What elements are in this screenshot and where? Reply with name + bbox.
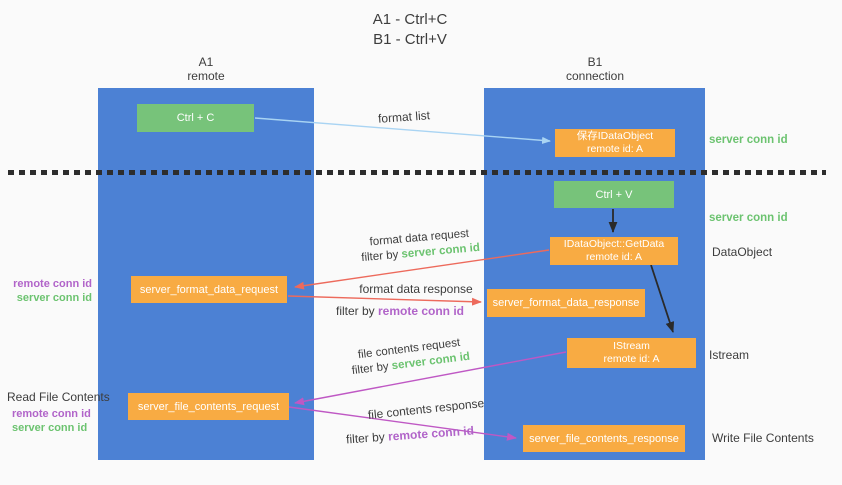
- left-file-remote-conn-id-label: remote conn id: [12, 408, 91, 420]
- write-file-contents-label: Write File Contents: [712, 431, 814, 445]
- server-format-data-request-label: server_format_data_request: [139, 283, 279, 296]
- right-server-conn-id-top-label: server conn id: [709, 134, 788, 146]
- filter-by-text: filter by: [360, 248, 403, 265]
- lane-b1-name: B1: [587, 55, 603, 69]
- read-file-contents-label: Read File Contents: [7, 390, 110, 404]
- istream-line1: IStream: [613, 340, 650, 352]
- lane-a1-role: remote: [187, 69, 225, 83]
- ctrl-c-box: Ctrl + C: [137, 104, 254, 132]
- diagram-title: A1 - Ctrl+C B1 - Ctrl+V: [310, 10, 510, 50]
- ctrl-c-label: Ctrl + C: [176, 112, 215, 124]
- save-idataobject-remote-id: remote id: A: [586, 143, 644, 155]
- ctrl-v-box: Ctrl + V: [554, 181, 674, 208]
- filter-by-text: filter by: [351, 360, 393, 378]
- filter-by-text: filter by: [335, 304, 378, 318]
- getdata-line1: IDataObject::GetData: [563, 238, 665, 250]
- getdata-remote-id: remote id: A: [585, 251, 643, 263]
- lane-a1-name: A1: [198, 55, 214, 69]
- istream-box: IStream remote id: A: [567, 338, 696, 368]
- server-file-contents-response-box: server_file_contents_response: [523, 425, 685, 452]
- format-response-filter: filter by remote conn id: [336, 304, 464, 318]
- title-line-b1: B1 - Ctrl+V: [373, 31, 447, 48]
- machine-separator-dotted-line: [8, 170, 826, 175]
- getdata-to-istream-arrow: [650, 264, 675, 333]
- filter-by-text: filter by: [345, 429, 389, 447]
- left-server-conn-id-label: server conn id: [16, 292, 92, 304]
- server-format-data-response-box: server_format_data_response: [487, 289, 645, 317]
- format-list-arrow: [254, 117, 551, 144]
- left-file-server-conn-id-label: server conn id: [12, 422, 88, 434]
- lane-header-b1: B1 connection: [545, 55, 645, 83]
- dataobject-label: DataObject: [712, 245, 773, 259]
- file-contents-request-arrow: [294, 351, 567, 406]
- idataobject-getdata-box: IDataObject::GetData remote id: A: [550, 237, 678, 265]
- format-data-response-label: format data response: [359, 282, 473, 296]
- server-file-contents-request-box: server_file_contents_request: [128, 393, 289, 420]
- title-line-a1: A1 - Ctrl+C: [372, 11, 448, 28]
- save-idataobject-box: 保存IDataObject remote id: A: [555, 129, 675, 157]
- server-file-contents-response-label: server_file_contents_response: [529, 432, 679, 445]
- server-format-data-request-box: server_format_data_request: [131, 276, 287, 303]
- ctrl-v-label: Ctrl + V: [595, 188, 633, 201]
- save-idataobject-line1: 保存IDataObject: [576, 130, 654, 142]
- server-format-data-response-label: server_format_data_response: [492, 297, 640, 309]
- lane-header-a1: A1 remote: [156, 55, 256, 83]
- format-data-request-arrow: [294, 249, 550, 290]
- lane-b1-role: connection: [565, 69, 625, 83]
- format-data-response-arrow: [287, 295, 482, 306]
- file-contents-response-arrow: [288, 406, 517, 441]
- remote-conn-id-keyword: remote conn id: [378, 304, 465, 318]
- left-remote-conn-id-label: remote conn id: [13, 278, 92, 290]
- server-file-contents-request-label: server_file_contents_request: [137, 400, 280, 413]
- istream-remote-id: remote id: A: [603, 353, 660, 365]
- right-server-conn-id-mid-label: server conn id: [709, 212, 788, 224]
- istream-side-label: Istream: [709, 348, 750, 362]
